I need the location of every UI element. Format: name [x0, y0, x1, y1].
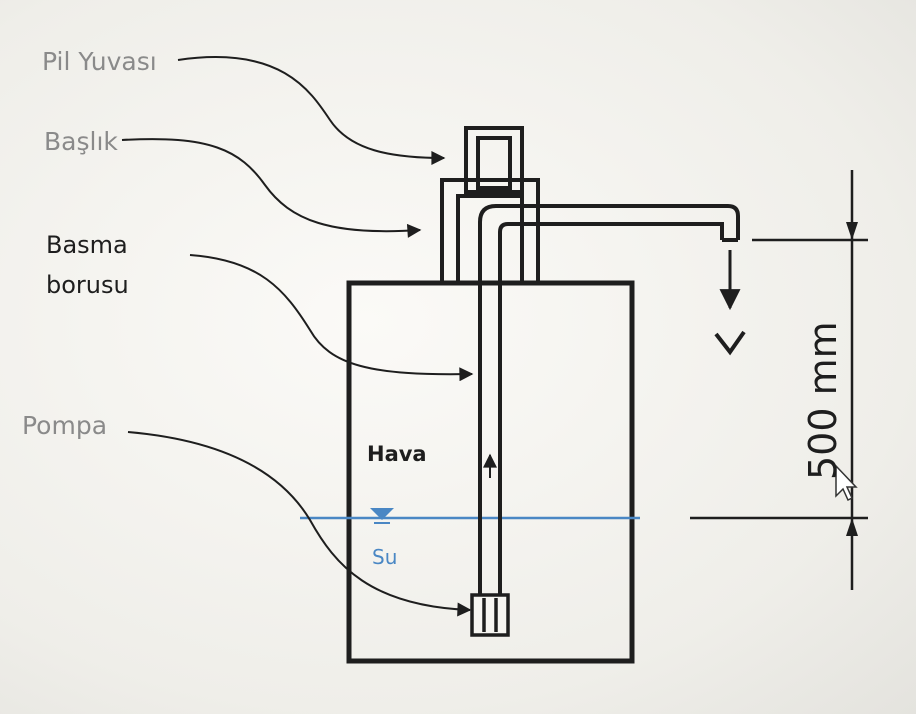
outflow-arrow-2	[714, 330, 746, 356]
dim-arrow-bottom	[846, 518, 858, 536]
callout-line-pump	[127, 431, 472, 617]
battery-housing	[464, 126, 524, 194]
callout-line-discharge-pipe	[189, 254, 474, 382]
label-height-dimension: 500 mm	[801, 321, 845, 480]
discharge-pipe	[478, 204, 740, 595]
label-pump: Pompa	[22, 411, 107, 440]
label-discharge-pipe-line1: Basma	[46, 231, 128, 259]
head-neck	[440, 178, 540, 285]
callout-line-head	[121, 138, 422, 238]
label-air: Hava	[367, 442, 427, 466]
label-battery-housing: Pil Yuvası	[42, 47, 157, 76]
label-water: Su	[372, 545, 397, 569]
pump	[470, 593, 510, 637]
callout-line-battery-housing	[177, 56, 446, 165]
label-discharge-pipe-line2: borusu	[46, 271, 129, 299]
label-head: Başlık	[44, 127, 118, 156]
dim-arrow-top	[846, 222, 858, 240]
water-level-symbol	[370, 508, 394, 524]
mouse-cursor-icon	[835, 464, 858, 502]
